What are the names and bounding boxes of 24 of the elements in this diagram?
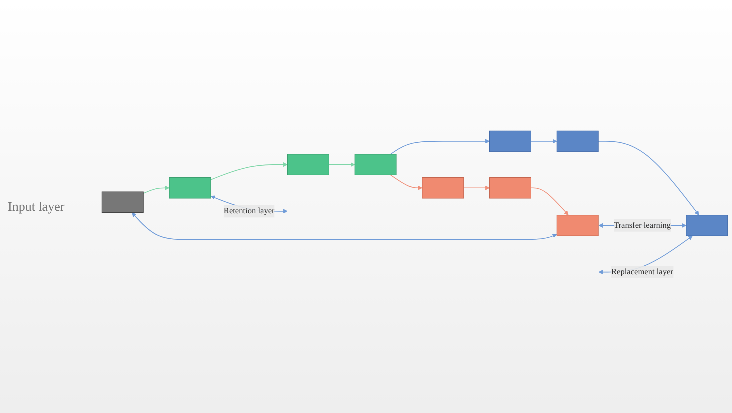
- arrow: [328, 162, 356, 167]
- edge-label: Transfer learning: [614, 220, 671, 230]
- arrow: [530, 138, 558, 144]
- node-box: [490, 177, 532, 198]
- arrow: [210, 162, 288, 180]
- arrow: [390, 138, 490, 154]
- node-box: [102, 191, 144, 213]
- edge-label: Retention layer: [224, 206, 275, 216]
- node-box: [556, 214, 599, 236]
- arrow: [598, 140, 700, 216]
- edge-label: Replacement layer: [612, 267, 674, 276]
- node-box: [169, 177, 212, 198]
- arrow: [390, 174, 423, 190]
- node-box: [686, 214, 728, 236]
- arrow: [530, 187, 569, 216]
- node-box: [556, 130, 599, 152]
- node-box: [354, 154, 397, 176]
- arrow: [143, 185, 170, 194]
- node-box: [287, 154, 330, 176]
- node-box: [490, 130, 532, 152]
- node-box: [422, 177, 464, 198]
- arrow: [464, 185, 490, 190]
- layer-label: Input layer: [8, 198, 65, 214]
- arrow: [132, 212, 558, 240]
